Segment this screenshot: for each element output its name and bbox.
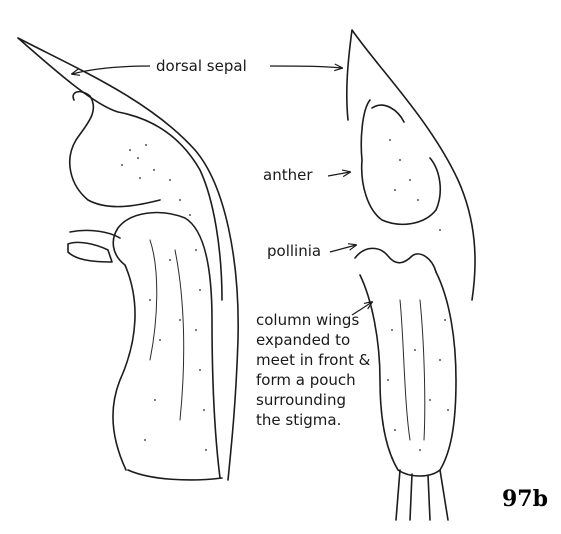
dorsal-sepal-label: dorsal sepal <box>156 57 247 75</box>
left-lip <box>68 230 120 262</box>
right-column <box>360 272 456 476</box>
column-wings-label-line-5: surrounding <box>256 391 346 409</box>
anther-label: anther <box>263 166 313 184</box>
column-wings-label-line-3: meet in front & <box>256 351 371 369</box>
right-anther <box>361 100 440 224</box>
right-front-view-drawing <box>347 30 475 520</box>
left-column <box>113 213 220 478</box>
dorsal-sepal-callout: dorsal sepal <box>72 57 342 75</box>
column-wings-label-line-2: expanded to <box>256 331 350 349</box>
column-wings-label-line-6: the stigma. <box>256 411 341 429</box>
anther-callout: anther <box>263 166 350 184</box>
plate-number: 97b <box>502 486 548 512</box>
pollinia-callout: pollinia <box>267 242 356 260</box>
column-wings-label-line-1: column wings <box>256 311 359 329</box>
pollinia-label: pollinia <box>267 242 321 260</box>
left-dorsal-sepal <box>18 38 238 480</box>
right-pollinia <box>355 248 436 272</box>
left-side-view-drawing <box>18 38 238 480</box>
column-wings-callout: column wings expanded to meet in front &… <box>256 302 372 429</box>
column-wings-label-line-4: form a pouch <box>256 371 356 389</box>
right-stalk <box>396 470 448 520</box>
right-dorsal-sepal <box>347 30 475 300</box>
